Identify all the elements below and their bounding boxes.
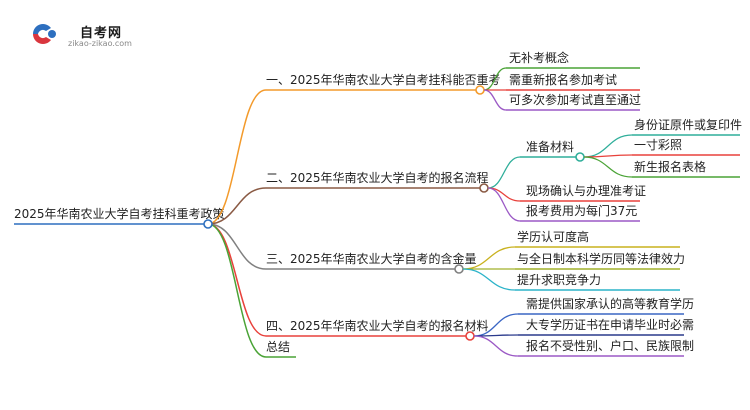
branch-3-item-1-label: 学历认可度高	[517, 229, 589, 244]
branch-1-item-3-connector	[483, 89, 507, 111]
branch-3-item-3-label: 提升求职竞争力	[517, 272, 601, 287]
branch-4-node	[465, 331, 475, 341]
logo-subtitle: zikao-zikao.com	[68, 39, 132, 48]
site-logo[interactable]: 自考网 zikao-zikao.com	[30, 20, 140, 50]
branch-3-node	[454, 264, 464, 274]
branch-3-item-3-connector	[462, 268, 516, 291]
branch-1-item-1-label: 无补考概念	[509, 50, 569, 65]
branch-4-connector	[207, 223, 267, 337]
branch-2-item-2-label: 现场确认与办理准考证	[526, 183, 646, 198]
branch-1-item-3-label: 可多次参加考试直至通过	[509, 92, 641, 107]
branch-2-label: 二、2025年华南农业大学自考的报名流程	[266, 170, 489, 185]
branch-3-connector	[207, 223, 267, 270]
branch-3-item-2-label: 与全日制本科学历同等法律效力	[517, 251, 685, 266]
branch-4-item-1-label: 需提供国家承认的高等教育学历	[526, 296, 694, 311]
branch-4-label: 四、2025年华南农业大学自考的报名材料	[266, 318, 489, 333]
root-node	[203, 219, 213, 229]
root-label: 2025年华南农业大学自考挂科重考政策	[14, 206, 225, 221]
branch-2-item-2-connector	[487, 187, 521, 202]
branch-2-item-1-sub-2-label: 一寸彩照	[634, 138, 682, 152]
branch-2-item-1-connector	[487, 156, 521, 189]
branch-4-item-3-connector	[473, 335, 519, 357]
logo-title: 自考网	[80, 26, 123, 41]
branch-2-connector	[207, 187, 267, 225]
branch-2-item-1-sub-3-label: 新生报名表格	[634, 159, 706, 174]
branch-1-label: 一、2025年华南农业大学自考挂科能否重考	[266, 72, 501, 87]
logo-badge-icon	[33, 23, 56, 45]
branch-2-item-1-sub-3-connector	[583, 156, 633, 178]
branch-1-item-2-label: 需重新报名参加考试	[509, 72, 617, 87]
branch-4-item-2-label: 大专学历证书在申请毕业时必需	[526, 317, 694, 332]
branch-3-label: 三、2025年华南农业大学自考的含金量	[266, 251, 477, 266]
branch-2-item-1-node	[575, 152, 585, 162]
branch-1-node	[475, 85, 485, 95]
branch-2-item-1-label: 准备材料	[526, 140, 574, 154]
branch-5-connector	[207, 223, 267, 358]
branch-2-item-3-label: 报考费用为每门37元	[526, 203, 637, 218]
branch-2-item-3-connector	[487, 187, 521, 222]
branch-1-connector	[207, 89, 267, 225]
branch-2-item-1-sub-1-label: 身份证原件或复印件	[634, 117, 742, 132]
branch-4-item-3-label: 报名不受性别、户口、民族限制	[526, 338, 694, 353]
branch-2-item-1-sub-1-connector	[583, 134, 633, 158]
branch-2-node	[479, 183, 489, 193]
branch-5-label: 总结	[266, 340, 290, 354]
